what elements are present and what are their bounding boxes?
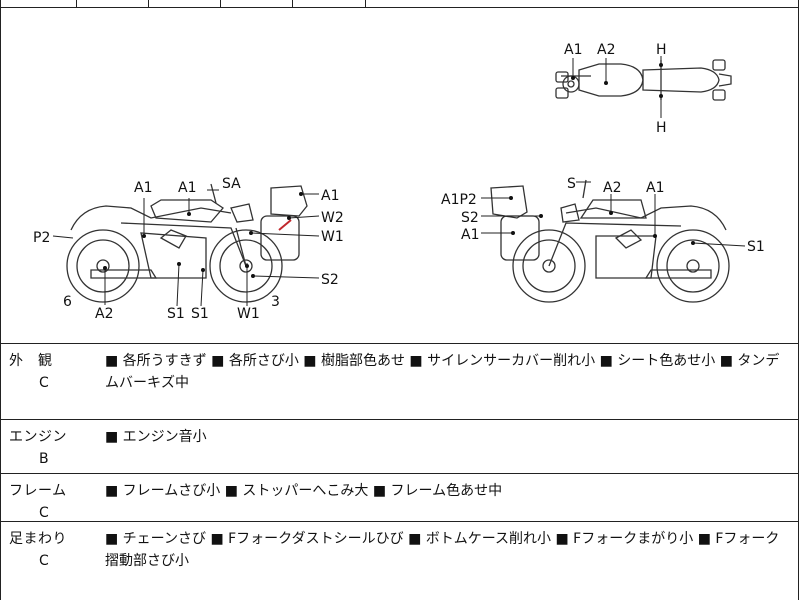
condition-item: ■ タンデムバーキズ中 bbox=[105, 353, 780, 391]
diagram-label: S2 bbox=[461, 210, 479, 226]
inspection-row-engine: エンジン B ■ エンジン音小 bbox=[1, 420, 798, 474]
diagram-label: 3 bbox=[271, 294, 280, 310]
condition-item: ■ Fフォークまがり小 bbox=[555, 531, 698, 547]
condition-item: ■ シート色あせ小 bbox=[599, 353, 720, 369]
damage-mark bbox=[278, 219, 292, 231]
category-grade: C bbox=[39, 505, 49, 521]
inspection-row-suspension: 足まわり C ■ チェーンさび ■ Fフォークダストシールひび ■ ボトムケース… bbox=[1, 522, 798, 600]
row-items: ■ チェーンさび ■ Fフォークダストシールひび ■ ボトムケース削れ小 ■ F… bbox=[105, 528, 789, 572]
motorcycle-diagram: A1 A2 H H A1 A1 SA A1 W2 W1 S2 W1 3 P2 6… bbox=[33, 42, 765, 322]
condition-item: ■ フレーム色あせ中 bbox=[372, 483, 503, 499]
condition-item: ■ 各所さび小 bbox=[211, 353, 304, 369]
cell-divider bbox=[148, 0, 149, 8]
diagram-label: S1 bbox=[191, 306, 209, 322]
previous-row-strip bbox=[1, 0, 798, 8]
diagram-label: W2 bbox=[321, 210, 344, 226]
category-grade: C bbox=[39, 553, 49, 569]
diagram-label: 6 bbox=[63, 294, 72, 310]
condition-item: ■ Fフォークダストシールひび bbox=[210, 531, 409, 547]
diagram-label: A1 bbox=[564, 42, 582, 58]
diagram-label: A1 bbox=[321, 188, 339, 204]
diagram-label: H bbox=[656, 120, 667, 136]
diagram-label: A2 bbox=[95, 306, 113, 322]
cell-divider bbox=[365, 0, 366, 8]
category-grade: C bbox=[39, 375, 49, 391]
diagram-label: A2 bbox=[597, 42, 615, 58]
condition-item: ■ エンジン音小 bbox=[105, 429, 207, 445]
diagram-label: A1 bbox=[646, 180, 664, 196]
row-items: ■ エンジン音小 bbox=[105, 426, 789, 448]
row-category: エンジン B bbox=[9, 426, 89, 470]
diagram-label: S2 bbox=[321, 272, 339, 288]
condition-item: ■ フレームさび小 bbox=[105, 483, 225, 499]
diagram-label: P2 bbox=[33, 230, 50, 246]
diagram-label: S1 bbox=[747, 239, 765, 255]
category-name: 足まわり bbox=[9, 531, 67, 547]
diagram-label: H bbox=[656, 42, 667, 58]
diagram-label: A2 bbox=[603, 180, 621, 196]
diagram-label: S1 bbox=[167, 306, 185, 322]
row-items: ■ 各所うすきず ■ 各所さび小 ■ 樹脂部色あせ ■ サイレンサーカバー削れ小… bbox=[105, 350, 789, 394]
row-category: 足まわり C bbox=[9, 528, 89, 572]
row-category: 外 観 C bbox=[9, 350, 89, 394]
category-name: エンジン bbox=[9, 429, 67, 445]
category-name: フレーム bbox=[9, 483, 67, 499]
cell-divider bbox=[220, 0, 221, 8]
damage-diagram: A1 A2 H H A1 A1 SA A1 W2 W1 S2 W1 3 P2 6… bbox=[1, 8, 798, 344]
category-grade: B bbox=[39, 451, 49, 467]
condition-item: ■ Fフォーク摺動部さび小 bbox=[105, 531, 780, 569]
cell-divider bbox=[292, 0, 293, 8]
diagram-label: A1 bbox=[178, 180, 196, 196]
inspection-row-frame: フレーム C ■ フレームさび小 ■ ストッパーへこみ大 ■ フレーム色あせ中 bbox=[1, 474, 798, 522]
row-category: フレーム C bbox=[9, 480, 89, 524]
cell-divider bbox=[76, 0, 77, 8]
diagram-label: A1P2 bbox=[441, 192, 477, 208]
top-view-motorcycle bbox=[555, 59, 732, 101]
condition-item: ■ サイレンサーカバー削れ小 bbox=[409, 353, 600, 369]
condition-item: ■ ボトムケース削れ小 bbox=[408, 531, 556, 547]
category-name: 外 観 bbox=[9, 353, 53, 369]
diagram-label: A1 bbox=[461, 227, 479, 243]
condition-item: ■ ストッパーへこみ大 bbox=[224, 483, 373, 499]
row-items: ■ フレームさび小 ■ ストッパーへこみ大 ■ フレーム色あせ中 bbox=[105, 480, 789, 502]
condition-item: ■ 各所うすきず bbox=[105, 353, 212, 369]
diagram-label: S bbox=[567, 176, 576, 192]
diagram-label: W1 bbox=[237, 306, 260, 322]
condition-item: ■ 樹脂部色あせ bbox=[303, 353, 410, 369]
inspection-row-exterior: 外 観 C ■ 各所うすきず ■ 各所さび小 ■ 樹脂部色あせ ■ サイレンサー… bbox=[1, 344, 798, 420]
diagram-label: W1 bbox=[321, 229, 344, 245]
left-side-motorcycle bbox=[66, 183, 308, 303]
condition-item: ■ チェーンさび bbox=[105, 531, 211, 547]
right-side-motorcycle bbox=[490, 179, 730, 303]
diagram-label: A1 bbox=[134, 180, 152, 196]
diagram-label: SA bbox=[222, 176, 241, 192]
